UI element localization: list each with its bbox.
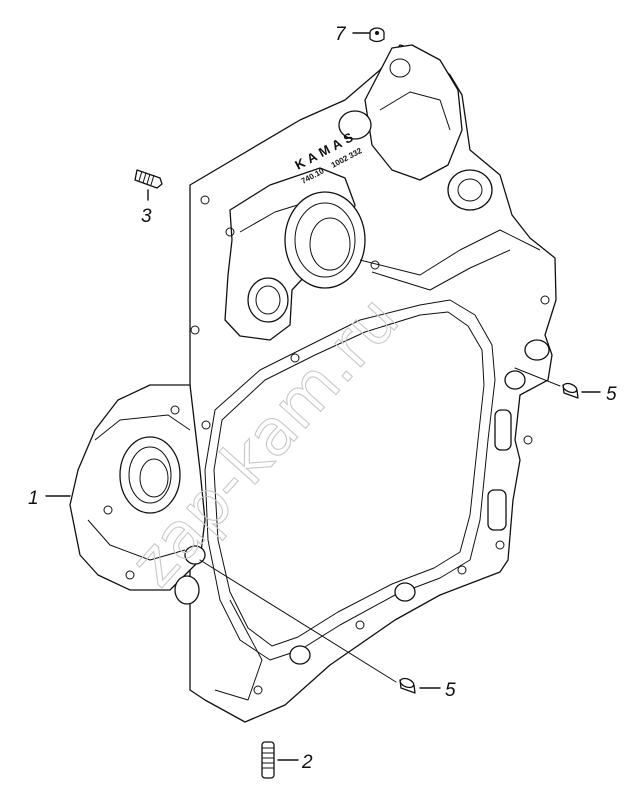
callout-5a: 5 [606,384,617,405]
timing-gear-housing: KAMAS 740.10 1002 332 [69,44,557,723]
plug-part-7 [369,27,385,43]
callout-3: 3 [141,206,152,227]
callout-1: 1 [28,488,39,509]
dowel-pin-part-5a [562,382,579,399]
leader-lines [45,32,601,761]
callout-5b: 5 [445,680,456,701]
callout-2: 2 [301,752,313,773]
dowel-pin-part-5b [399,677,416,694]
stud-part-3 [134,169,163,189]
stud-part-2 [261,741,275,779]
callout-7: 7 [335,24,347,45]
